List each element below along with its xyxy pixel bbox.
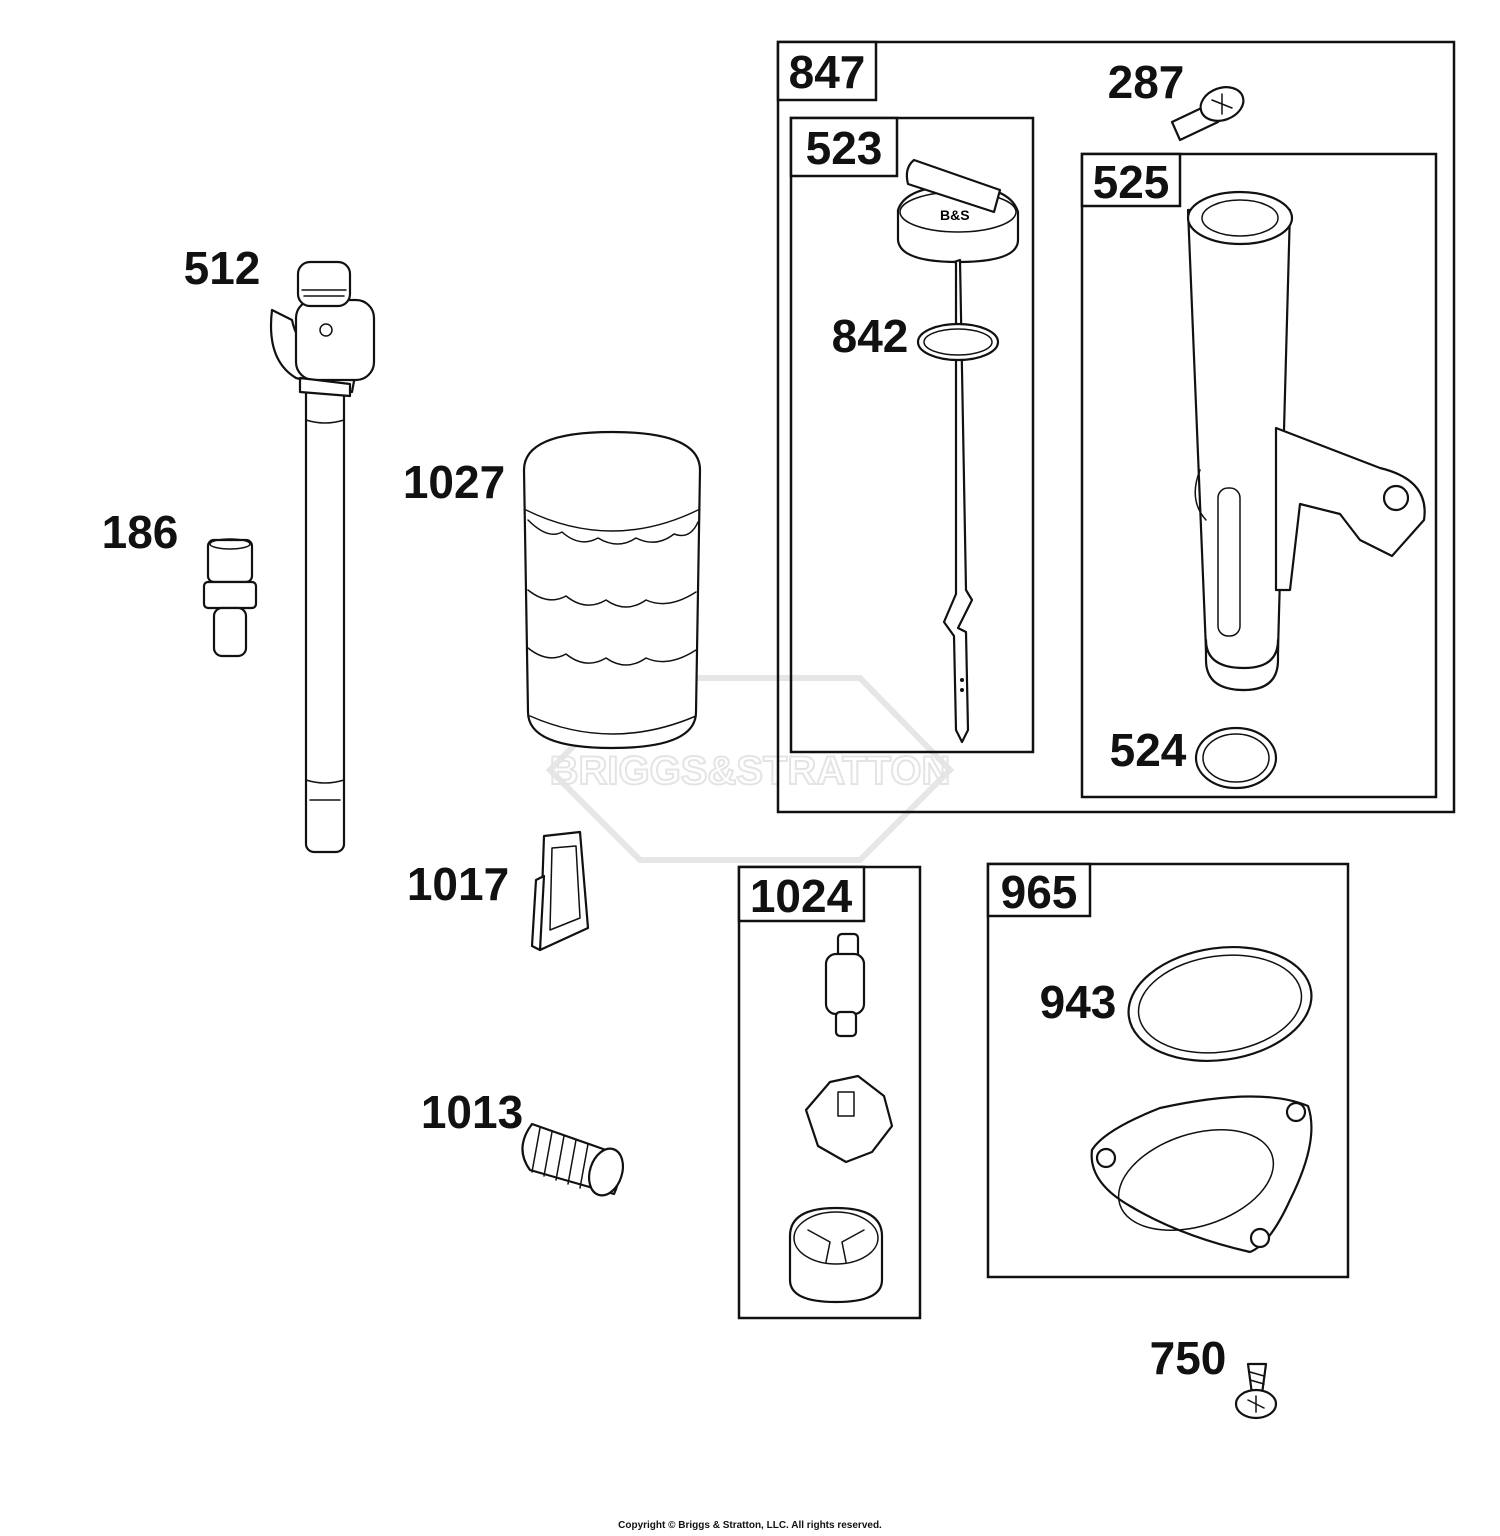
group-tag-847 — [776, 40, 878, 102]
copyright-notice: Copyright © Briggs & Stratton, LLC. All … — [618, 1520, 882, 1531]
group-box-965 — [986, 862, 1350, 1279]
part-label-842[interactable]: 842 — [832, 310, 909, 362]
group-tag-525 — [1080, 152, 1182, 208]
group-label-1024[interactable]: 1024 — [750, 870, 853, 922]
rod-mark-dot — [960, 688, 964, 692]
dipstick-tube-assembly-drawing[interactable] — [270, 260, 376, 854]
o-ring-943-drawing[interactable] — [1121, 936, 1319, 1073]
screw-287-drawing[interactable] — [1170, 81, 1248, 142]
part-label-287[interactable]: 287 — [1108, 56, 1185, 108]
part-label-1017[interactable]: 1017 — [407, 858, 509, 910]
group-box-523 — [789, 116, 1035, 754]
rod-mark-dot — [960, 678, 964, 682]
bracket-clip-drawing[interactable] — [530, 830, 590, 952]
group-tag-965 — [986, 862, 1092, 918]
oil-filter-drawing[interactable] — [522, 430, 702, 750]
threaded-nipple-drawing[interactable] — [521, 1122, 628, 1200]
cap-logo-mark: B&S — [940, 207, 970, 223]
pump-cover-plate-drawing[interactable] — [1090, 1095, 1313, 1254]
watermark-text: BRIGGS&STRATTON — [550, 749, 951, 793]
group-tag-523 — [789, 116, 899, 178]
group-tag-1024 — [737, 865, 866, 923]
o-ring-842-drawing[interactable] — [916, 322, 1000, 362]
fitting-drawing[interactable] — [202, 538, 258, 658]
part-label-186[interactable]: 186 — [102, 506, 179, 558]
oil-fill-tube-drawing[interactable] — [1186, 190, 1426, 692]
group-label-847[interactable]: 847 — [789, 46, 866, 98]
part-label-1027[interactable]: 1027 — [403, 456, 505, 508]
group-label-523[interactable]: 523 — [806, 122, 883, 174]
group-label-965[interactable]: 965 — [1001, 866, 1078, 918]
part-label-512[interactable]: 512 — [184, 242, 261, 294]
pump-shaft-drawing[interactable] — [824, 932, 866, 1038]
group-box-847 — [776, 40, 1456, 814]
group-box-525 — [1080, 152, 1438, 799]
pump-outer-rotor-drawing[interactable] — [788, 1206, 884, 1304]
dipstick-cap-drawing[interactable]: B&S — [896, 158, 1020, 264]
screw-750-drawing[interactable] — [1234, 1362, 1278, 1420]
group-label-525[interactable]: 525 — [1093, 156, 1170, 208]
part-label-943[interactable]: 943 — [1040, 976, 1117, 1028]
dipstick-rod-drawing[interactable] — [942, 258, 974, 744]
part-label-750[interactable]: 750 — [1150, 1332, 1227, 1384]
brand-watermark: BRIGGS&STRATTON — [545, 675, 955, 863]
part-label-1013[interactable]: 1013 — [421, 1086, 523, 1138]
o-ring-524-drawing[interactable] — [1194, 726, 1278, 790]
part-label-524[interactable]: 524 — [1110, 724, 1187, 776]
pump-inner-rotor-drawing[interactable] — [804, 1074, 894, 1164]
